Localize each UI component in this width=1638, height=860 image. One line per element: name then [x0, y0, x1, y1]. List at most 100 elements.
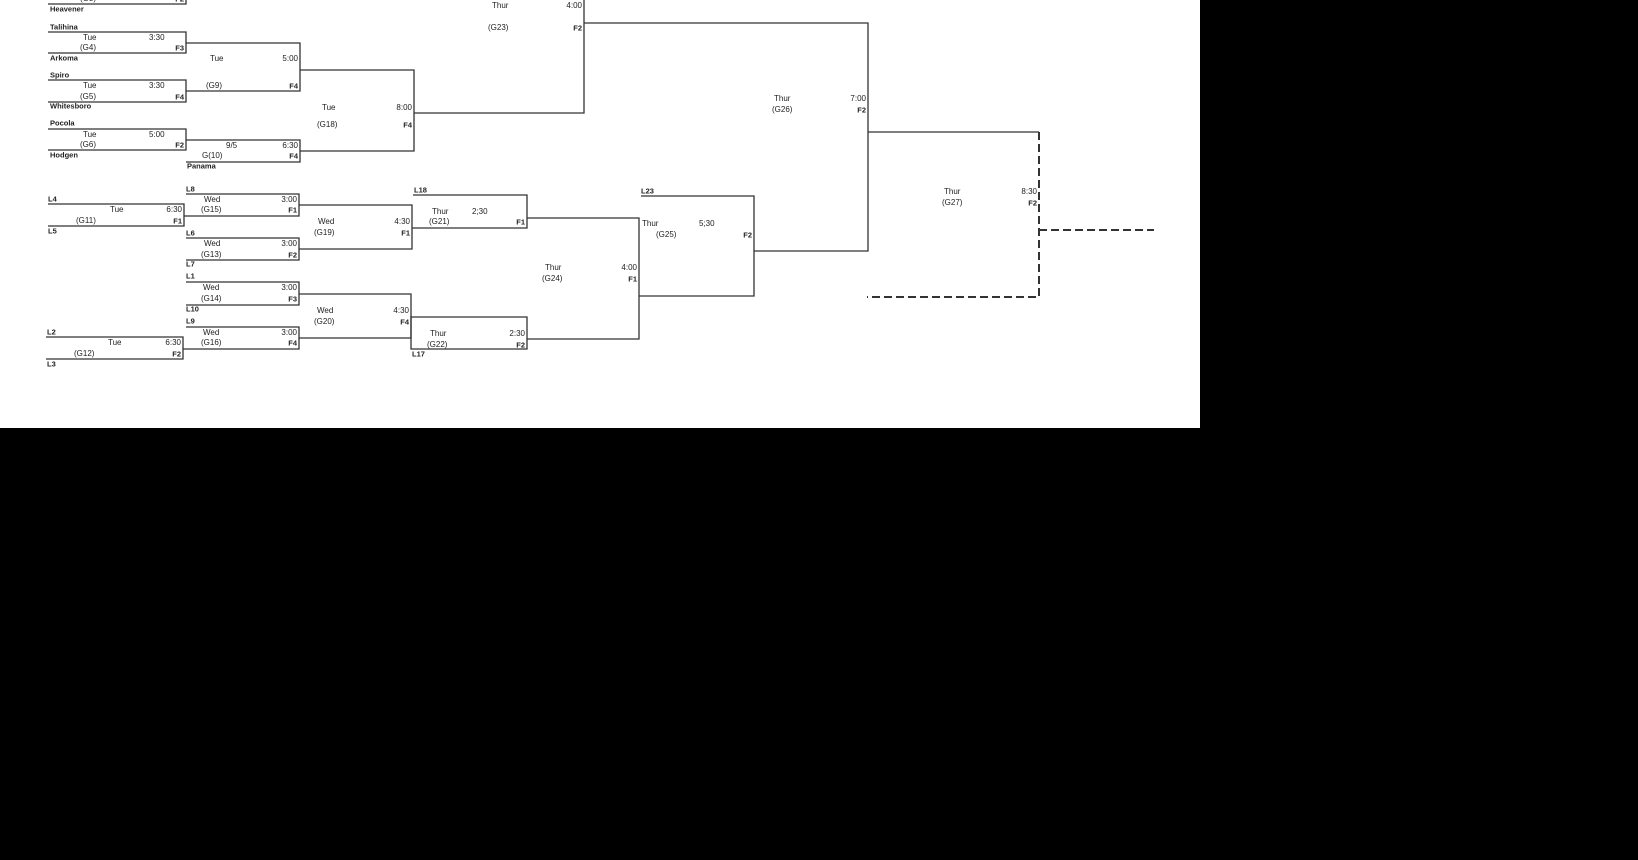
g14-id: (G14) [201, 294, 222, 303]
g11-field: F1 [173, 216, 182, 226]
g25-id: (G25) [656, 230, 677, 239]
g15-field: F1 [288, 205, 297, 215]
g5-box [48, 79, 187, 103]
g18-day: Tue [322, 103, 336, 112]
g13-day: Wed [204, 239, 221, 248]
g9-day: Tue [210, 54, 224, 63]
g27-day: Thur [944, 187, 961, 196]
g4-day: Tue [83, 33, 97, 42]
g13-id: (G13) [201, 250, 222, 259]
slot-l18: L18 [414, 185, 427, 195]
g11-day: Tue [110, 205, 124, 214]
g25-day: Thur [642, 219, 659, 228]
g12-box [46, 336, 184, 360]
g23-id: (G23) [488, 23, 509, 32]
g22-time: 2:30 [509, 329, 525, 338]
g6-time: 5:00 [149, 130, 165, 139]
g12-day: Tue [108, 338, 122, 347]
g21-box [412, 194, 528, 229]
slot-l4: L4 [48, 194, 57, 204]
g16-id: (G16) [201, 338, 222, 347]
g14-field: F3 [288, 294, 297, 304]
g6-field: F2 [175, 140, 184, 150]
g16-field: F4 [288, 338, 297, 348]
team-arkoma: Arkoma [50, 53, 78, 63]
slot-l5: L5 [48, 226, 57, 236]
g4-box [48, 31, 187, 54]
slot-l8: L8 [186, 184, 195, 194]
slot-l2: L2 [47, 327, 56, 337]
g19-id: (G19) [314, 228, 335, 237]
g5-id: (G5) [80, 92, 96, 101]
g5-time: 3:30 [149, 81, 165, 90]
g15-day: Wed [204, 195, 221, 204]
g9-time: 5:00 [282, 54, 298, 63]
g21-id: (G21) [429, 217, 450, 226]
g26-id: (G26) [772, 105, 793, 114]
g20-day: Wed [317, 306, 334, 315]
g15-time: 3:00 [281, 195, 297, 204]
g6-id: (G6) [80, 140, 96, 149]
g6-box [48, 128, 187, 151]
slot-l10: L10 [186, 304, 199, 314]
g4-id: (G4) [80, 43, 96, 52]
g22-id: (G22) [427, 340, 448, 349]
g19-day: Wed [318, 217, 335, 226]
team-whitesboro: Whitesboro [50, 101, 92, 111]
slot-l23: L23 [641, 186, 654, 196]
g25-time: 5;30 [699, 219, 715, 228]
slot-l17: L17 [412, 349, 425, 359]
g26-time: 7:00 [850, 94, 866, 103]
g21-day: Thur [432, 207, 449, 216]
g22-day: Thur [430, 329, 447, 338]
g24-day: Thur [545, 263, 562, 272]
g20-time: 4:30 [393, 306, 409, 315]
g23-time: 4:00 [566, 1, 582, 10]
g11-box [48, 203, 185, 227]
g19-box [299, 204, 413, 250]
team-spiro: Spiro [50, 70, 70, 80]
team-panama: Panama [187, 161, 216, 171]
g20-id: (G20) [314, 317, 335, 326]
g11-time: 6:30 [166, 205, 182, 214]
g3-box [48, 0, 187, 5]
g27-time: 8:30 [1021, 187, 1037, 196]
g24-time: 4:00 [621, 263, 637, 272]
g6-day: Tue [83, 130, 97, 139]
g3-id: (G3) [80, 0, 96, 3]
g26-box [584, 22, 869, 252]
g23-field: F2 [573, 23, 582, 33]
g25-box [639, 195, 755, 297]
g11-id: (G11) [76, 216, 96, 225]
g27-field: F2 [1028, 198, 1037, 208]
g16-day: Wed [203, 328, 220, 337]
g24-id: (G24) [542, 274, 563, 283]
g24-box [527, 217, 640, 340]
g25-field: F2 [743, 230, 752, 240]
g22-field: F2 [516, 340, 525, 350]
g20-box [299, 293, 412, 339]
g21-field: F1 [516, 217, 525, 227]
team-talihina: Talihina [50, 22, 78, 32]
g13-time: 3:00 [281, 239, 297, 248]
g19-time: 4:30 [394, 217, 410, 226]
bracket-sheet: Heavener Talihina Arkoma Spiro Whitesbor… [0, 0, 1200, 428]
g9-box [186, 42, 301, 92]
slot-l7: L7 [186, 259, 195, 269]
g5-field: F4 [175, 92, 184, 102]
g21-time: 2;30 [472, 207, 488, 216]
g4-field: F3 [175, 43, 184, 53]
g12-id: (G12) [74, 349, 95, 358]
g14-time: 3:00 [281, 283, 297, 292]
g22-box [410, 316, 528, 350]
g27-id: (G27) [942, 198, 963, 207]
g10-day: 9/5 [226, 141, 238, 150]
g4-time: 3:30 [149, 33, 165, 42]
slot-l1: L1 [186, 271, 195, 281]
g13-field: F2 [288, 250, 297, 260]
g12-time: 6:30 [165, 338, 181, 347]
g3-field: F2 [175, 0, 184, 3]
g14-day: Wed [203, 283, 220, 292]
g23-day: Thur [492, 1, 509, 10]
g15-id: (G15) [201, 205, 222, 214]
